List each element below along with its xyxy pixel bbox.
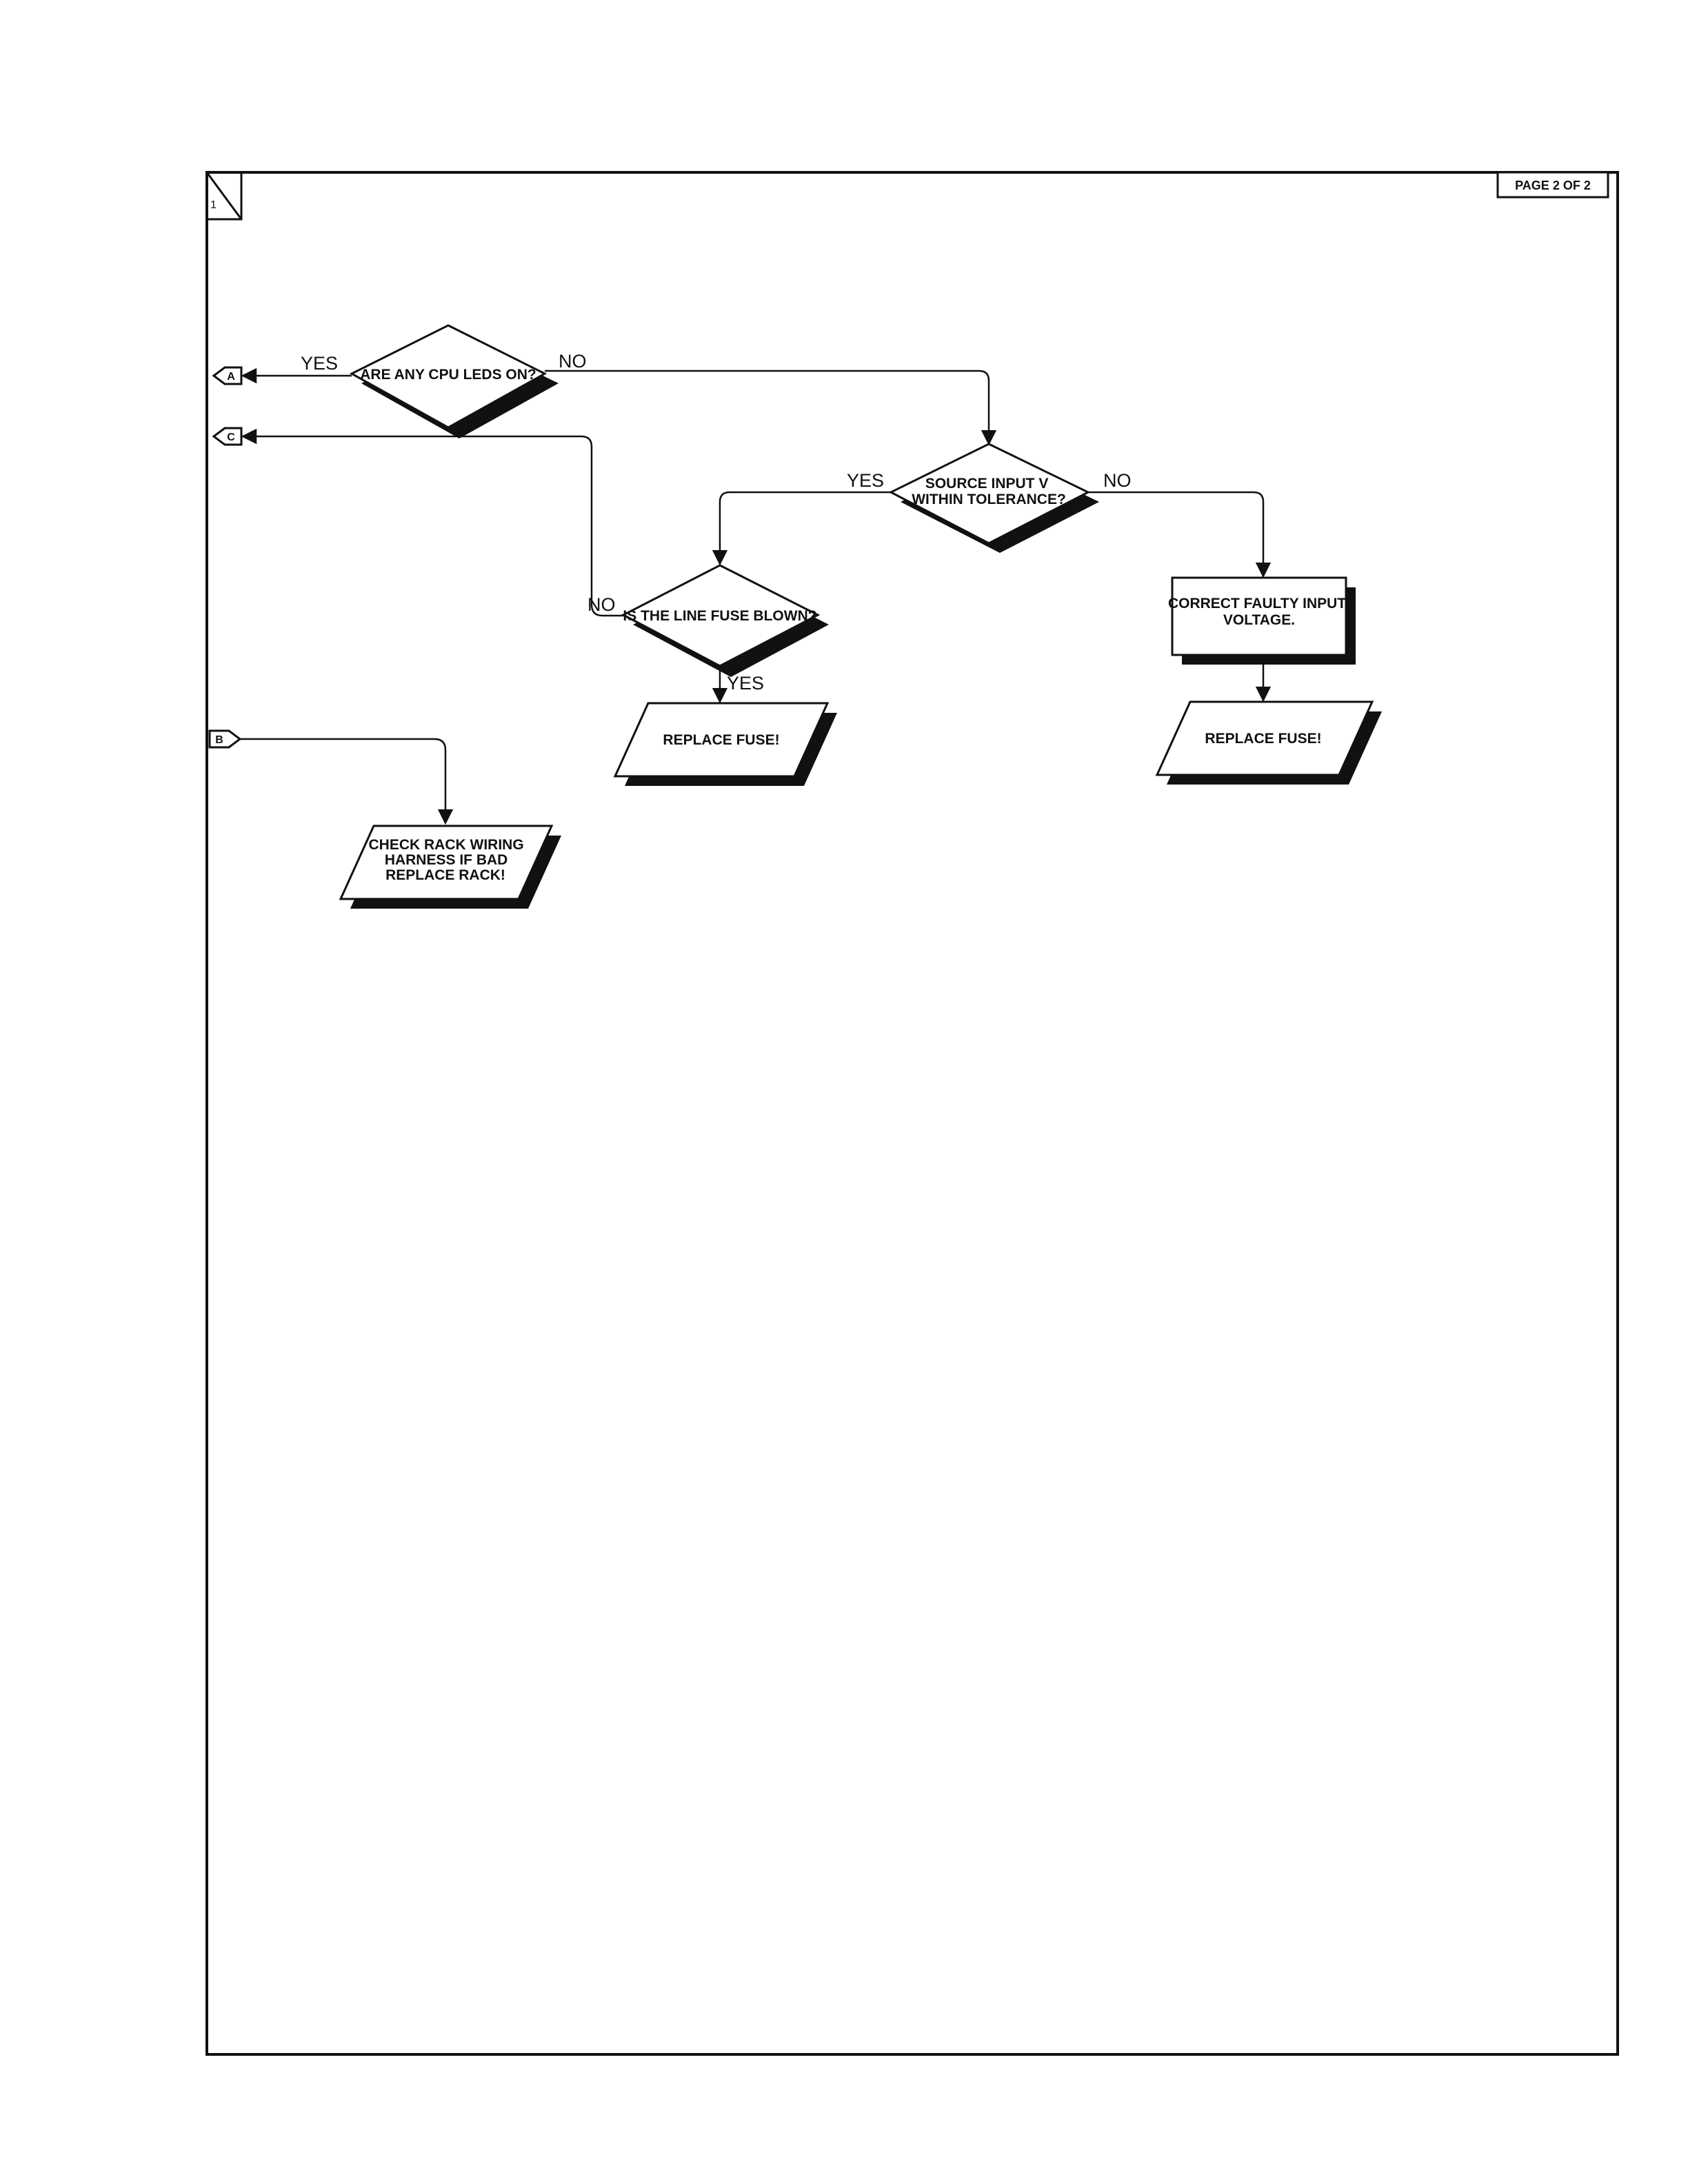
connector-a: A: [212, 366, 243, 385]
label-fuse-no: NO: [587, 594, 616, 615]
corner-tab: 1: [205, 171, 243, 221]
connector-c: C: [212, 427, 243, 446]
page-label: PAGE 2 OF 2: [1515, 179, 1591, 192]
decision-cpu-leds: ARE ANY CPU LEDS ON?: [349, 324, 559, 438]
label-source-yes: YES: [847, 470, 884, 491]
io-check-rack-text: CHECK RACK WIRING HARNESS IF BAD REPLACE…: [369, 837, 528, 883]
decision-source-input-text: SOURCE INPUT V WITHIN TOLERANCE?: [912, 476, 1066, 507]
label-fuse-yes: YES: [727, 673, 764, 694]
io-replace-fuse-left-text: REPLACE FUSE!: [663, 732, 779, 748]
process-correct-voltage-text: CORRECT FAULTY INPUT VOLTAGE.: [1168, 596, 1350, 628]
label-source-no: NO: [1103, 470, 1132, 491]
decision-source-input: SOURCE INPUT V WITHIN TOLERANCE?: [888, 443, 1099, 553]
edge-cpu-no: [545, 370, 997, 446]
decision-line-fuse-text: IS THE LINE FUSE BLOWN?: [623, 608, 816, 624]
label-cpu-yes: YES: [301, 353, 338, 374]
edge-b-to-rack: [240, 738, 454, 825]
io-replace-fuse-left: REPLACE FUSE!: [613, 702, 837, 786]
page-frame: [205, 171, 1619, 2056]
connector-c-label: C: [227, 432, 235, 443]
io-replace-fuse-right: REPLACE FUSE!: [1155, 700, 1382, 785]
process-correct-voltage: CORRECT FAULTY INPUT VOLTAGE.: [1168, 576, 1356, 665]
label-cpu-no: NO: [559, 351, 587, 372]
decision-line-fuse: IS THE LINE FUSE BLOWN?: [621, 564, 829, 677]
io-check-rack: CHECK RACK WIRING HARNESS IF BAD REPLACE…: [339, 825, 561, 909]
decision-cpu-leds-text: ARE ANY CPU LEDS ON?: [360, 367, 536, 383]
connector-b: B: [208, 729, 242, 749]
corner-number: 1: [210, 199, 217, 211]
connector-b-label: B: [215, 734, 223, 746]
page-label-box: PAGE 2 OF 2: [1496, 171, 1609, 199]
io-replace-fuse-right-text: REPLACE FUSE!: [1205, 731, 1321, 747]
connector-a-label: A: [227, 371, 235, 383]
edge-fuse-no: [241, 428, 623, 617]
edge-source-yes: [712, 491, 891, 566]
edge-source-no: [1088, 491, 1272, 578]
